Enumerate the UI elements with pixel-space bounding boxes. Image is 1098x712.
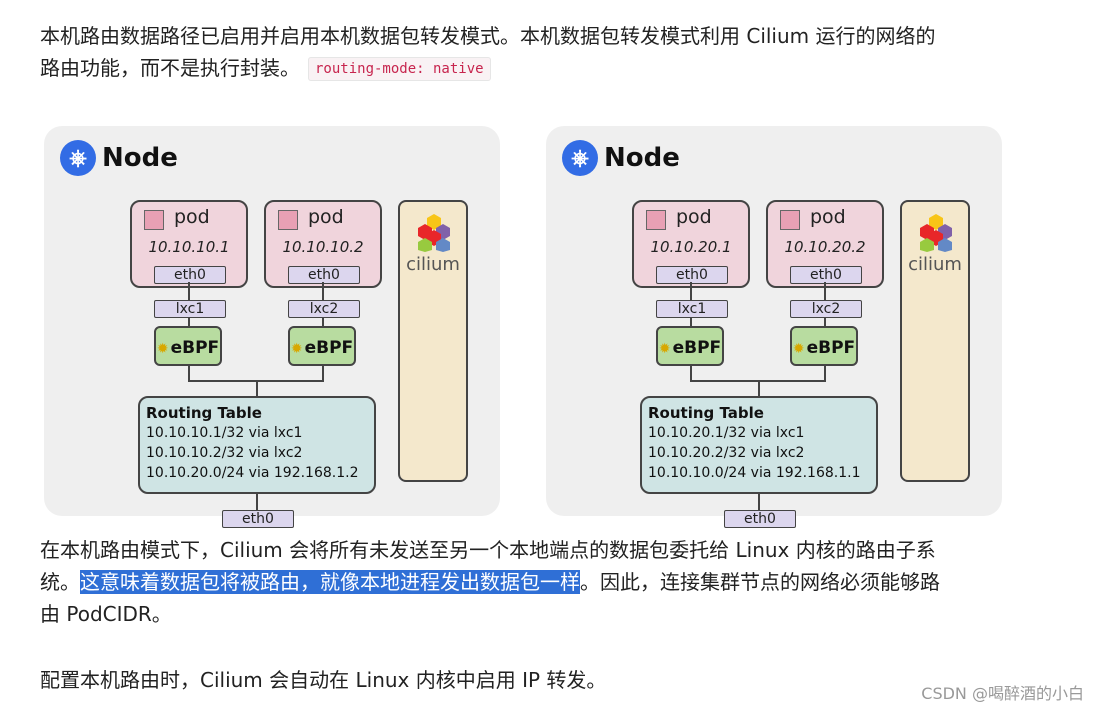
pod-box: pod 10.10.10.2 eth0 (264, 200, 382, 288)
link-line (690, 282, 692, 300)
link-line (758, 494, 760, 510)
node-title: ⎈ Node (562, 140, 680, 176)
node-title: ⎈ Node (60, 140, 178, 176)
intro-line-2: 路由功能，而不是执行封装。routing-mode: native (40, 52, 1040, 85)
link-line (690, 318, 692, 326)
body-paragraph-2: 配置本机路由时，Cilium 会自动在 Linux 内核中启用 IP 转发。 (40, 668, 607, 692)
cilium-box: cilium (398, 200, 468, 482)
link-line (188, 366, 190, 380)
pod-box: pod 10.10.10.1 eth0 (130, 200, 248, 288)
lxc-interface: lxc1 (154, 300, 226, 318)
inline-code: routing-mode: native (308, 57, 491, 81)
ebpf-box: ✹eBPF (154, 326, 222, 366)
route-row: 10.10.10.2/32 via lxc2 (146, 445, 303, 461)
route-row: 10.10.20.2/32 via lxc2 (648, 445, 805, 461)
pod-eth: eth0 (656, 266, 728, 284)
link-line (188, 318, 190, 326)
route-row: 10.10.10.1/32 via lxc1 (146, 425, 303, 441)
node-eth-out: eth0 (222, 510, 294, 528)
link-line (824, 318, 826, 326)
link-line (322, 318, 324, 326)
cilium-box: cilium (900, 200, 970, 482)
node-diagram-2: ⎈ Node pod 10.10.20.1 eth0 pod 10.10.20.… (546, 126, 1002, 528)
pod-ip: 10.10.10.1 (148, 238, 230, 256)
body-paragraph-1: 在本机路由模式下，Cilium 会将所有未发送至另一个本地端点的数据包委托给 L… (40, 538, 940, 626)
intro-line-1: 本机路由数据路径已启用并启用本机数据包转发模式。本机数据包转发模式利用 Cili… (40, 24, 936, 48)
link-line (256, 380, 258, 396)
route-row: 10.10.20.1/32 via lxc1 (648, 425, 805, 441)
route-row: 10.10.20.0/24 via 192.168.1.2 (146, 465, 359, 481)
lxc-interface: lxc2 (288, 300, 360, 318)
cube-icon (144, 210, 164, 230)
cilium-logo-icon (418, 214, 450, 252)
pod-box: pod 10.10.20.1 eth0 (632, 200, 750, 288)
ebpf-box: ✹eBPF (656, 326, 724, 366)
routing-table: Routing Table 10.10.20.1/32 via lxc1 10.… (640, 396, 878, 494)
lxc-interface: lxc2 (790, 300, 862, 318)
routing-table: Routing Table 10.10.10.1/32 via lxc1 10.… (138, 396, 376, 494)
ebpf-box: ✹eBPF (288, 326, 356, 366)
pod-ip: 10.10.20.1 (650, 238, 732, 256)
intro-paragraph: 本机路由数据路径已启用并启用本机数据包转发模式。本机数据包转发模式利用 Cili… (40, 20, 1040, 85)
pod-eth: eth0 (790, 266, 862, 284)
cube-icon (646, 210, 666, 230)
link-line (322, 366, 324, 380)
bee-icon: ✹ (792, 341, 805, 357)
bee-icon: ✹ (290, 341, 303, 357)
link-line (690, 366, 692, 380)
link-line (824, 282, 826, 300)
pod-eth: eth0 (288, 266, 360, 284)
pod-eth: eth0 (154, 266, 226, 284)
bee-icon: ✹ (156, 341, 169, 357)
lxc-interface: lxc1 (656, 300, 728, 318)
bee-icon: ✹ (658, 341, 671, 357)
cube-icon (780, 210, 800, 230)
node-eth-out: eth0 (724, 510, 796, 528)
link-line (824, 366, 826, 380)
link-line (188, 282, 190, 300)
pod-box: pod 10.10.20.2 eth0 (766, 200, 884, 288)
link-line (758, 380, 760, 396)
cube-icon (278, 210, 298, 230)
link-line (256, 494, 258, 510)
ebpf-box: ✹eBPF (790, 326, 858, 366)
highlighted-text: 这意味着数据包将被路由，就像本地进程发出数据包一样 (80, 570, 580, 594)
node-diagram-1: ⎈ Node pod 10.10.10.1 eth0 pod 10.10.10.… (44, 126, 500, 528)
link-line (322, 282, 324, 300)
pod-ip: 10.10.10.2 (282, 238, 364, 256)
kubernetes-icon: ⎈ (60, 140, 96, 176)
cilium-logo-icon (920, 214, 952, 252)
kubernetes-icon: ⎈ (562, 140, 598, 176)
watermark: CSDN @喝醉酒的小白 (921, 684, 1084, 703)
route-row: 10.10.10.0/24 via 192.168.1.1 (648, 465, 861, 481)
pod-ip: 10.10.20.2 (784, 238, 866, 256)
